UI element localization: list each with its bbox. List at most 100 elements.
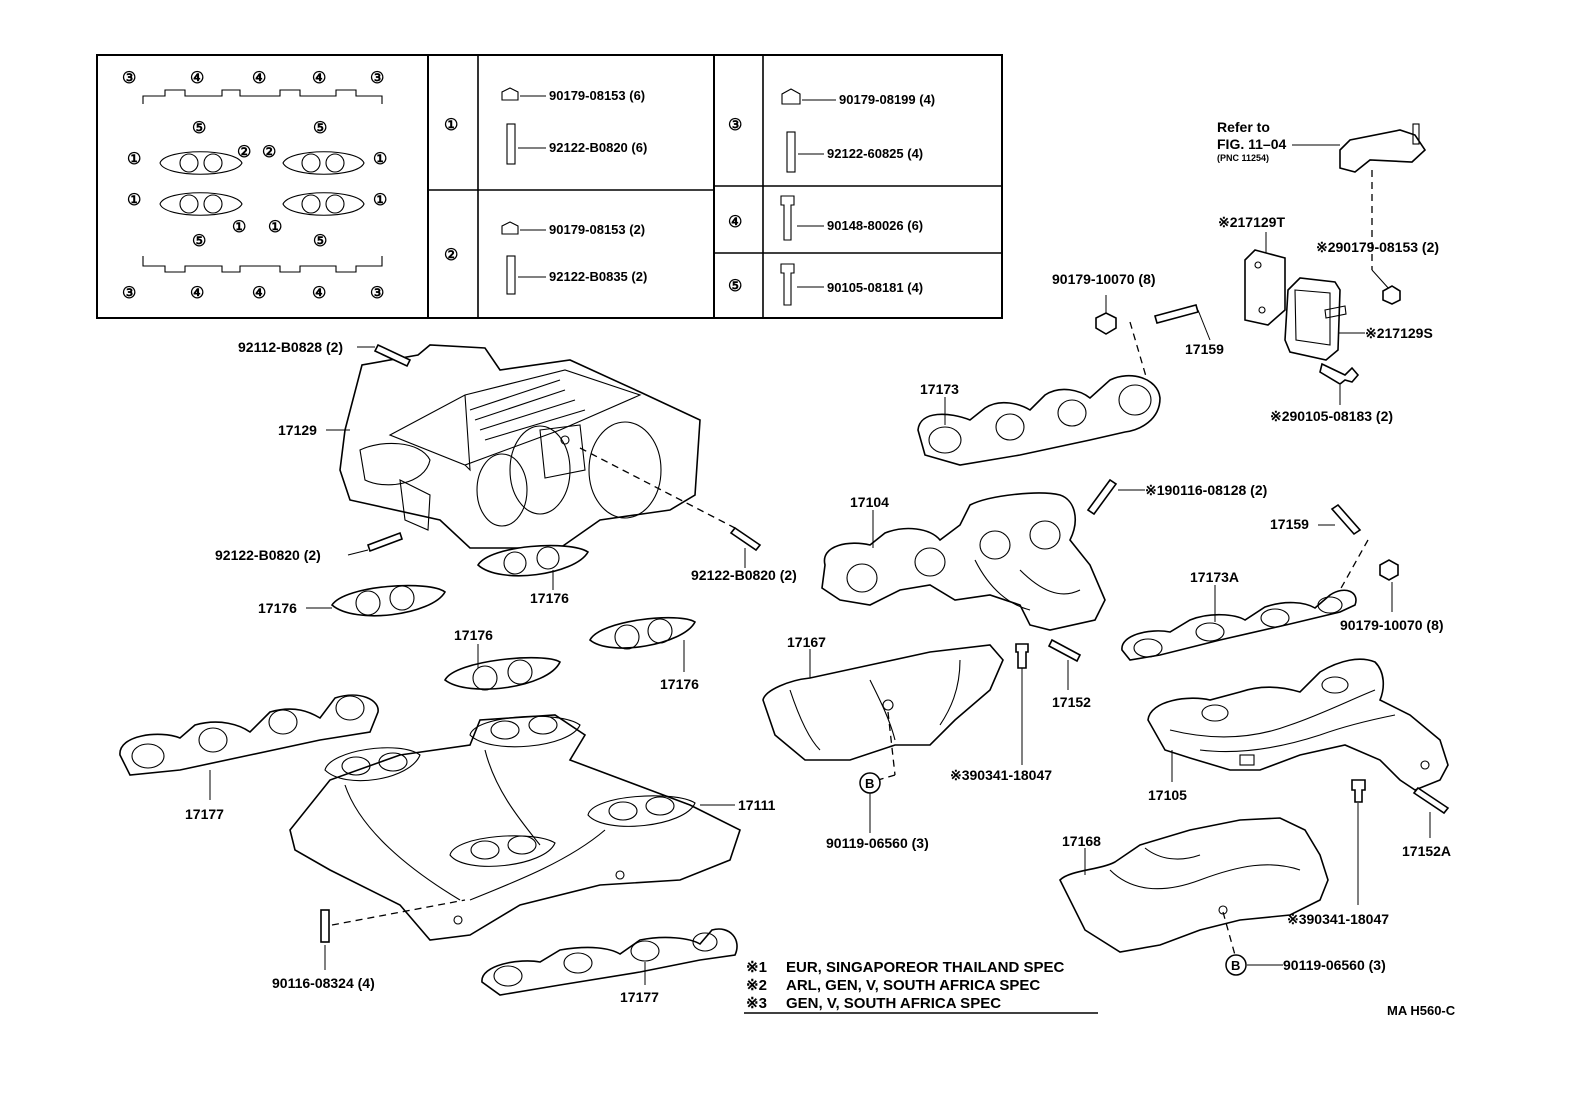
note-text: GEN, V, SOUTH AFRICA SPEC — [786, 995, 1001, 1012]
bottom-gasket-outline — [142, 256, 383, 273]
gasket-17176 — [476, 544, 590, 577]
callout-17177-upper: 17177 — [185, 806, 224, 822]
refer-line-1: Refer to — [1217, 119, 1270, 135]
callout-17173A: 17173A — [1190, 569, 1239, 585]
callout-17111: 17111 — [738, 797, 776, 813]
pattern-mark: ③ — [370, 285, 384, 302]
bolt-90341-18047-right — [1351, 779, 1366, 803]
callout-17176: 17176 — [454, 627, 493, 643]
plate-217129T — [1244, 249, 1286, 326]
callout-17159-top: 17159 — [1185, 341, 1224, 357]
pattern-mark: ① — [373, 151, 387, 168]
part-number: 90179-08199 (4) — [839, 92, 935, 107]
pattern-mark: ③ — [370, 70, 384, 87]
callout-17176: 17176 — [660, 676, 699, 692]
nut-90179-08153 — [1382, 285, 1401, 305]
pattern-mark: ③ — [122, 70, 136, 87]
callout-217129T: ※217129T — [1218, 214, 1285, 230]
callout-90341-18047-right: ※390341-18047 — [1287, 911, 1389, 927]
pattern-mark: ③ — [122, 285, 136, 302]
pattern-mark: ④ — [312, 285, 326, 302]
pattern-mark: ① — [127, 151, 141, 168]
callout-17129: 17129 — [278, 422, 317, 438]
pattern-mark: ① — [268, 219, 282, 236]
note-mark: ※3 — [746, 995, 767, 1012]
callout-90119-06560-right: 90119-06560 (3) — [1283, 957, 1386, 973]
callout-17173: 17173 — [920, 381, 959, 397]
nut-90179-10070 — [1095, 312, 1117, 335]
stud-icon — [786, 131, 796, 173]
exhaust-manifold-17105 — [1147, 658, 1449, 791]
stud-17152 — [1047, 638, 1082, 663]
bolt-pattern-diagram: ③ ④ ④ ④ ③ ⑤ ⑤ ① ② ② ① ① ① ⑤ ① ① ⑤ — [122, 70, 387, 302]
callout-17168: 17168 — [1062, 833, 1101, 849]
stud-icon — [506, 255, 516, 295]
note-mark: ※1 — [746, 959, 767, 976]
port-flange — [159, 192, 243, 216]
part-number: 90105-08181 (4) — [827, 280, 923, 295]
note-text: EUR, SINGAPOREOR THAILAND SPEC — [786, 959, 1065, 976]
group-mark: ③ — [728, 117, 742, 134]
pattern-mark: ⑤ — [192, 120, 206, 137]
note-text: ARL, GEN, V, SOUTH AFRICA SPEC — [786, 977, 1040, 994]
port-flange — [282, 192, 365, 216]
b-mark: B — [859, 772, 881, 794]
group-mark: ② — [444, 247, 458, 264]
pattern-mark: ② — [237, 144, 251, 161]
pattern-mark: ④ — [312, 70, 326, 87]
part-number: 92122-B0835 (2) — [549, 269, 647, 284]
callout-17176: 17176 — [258, 600, 297, 616]
callout-17104: 17104 — [850, 494, 889, 510]
callout-90116-08128: ※190116-08128 (2) — [1145, 482, 1267, 498]
nut-icon — [781, 88, 801, 105]
nut-90179-10070-right — [1379, 559, 1399, 581]
figure-id: MA H560-C — [1387, 1003, 1456, 1018]
part-number: 90148-80026 (6) — [827, 218, 923, 233]
port-flange — [282, 151, 365, 175]
bolt-icon — [780, 195, 795, 241]
stud-17159-top — [1154, 304, 1199, 324]
stud-17152A — [1412, 786, 1450, 815]
callout-290179-08153: ※290179-08153 (2) — [1316, 239, 1439, 255]
callout-90119-06560-center: 90119-06560 (3) — [826, 835, 929, 851]
pattern-mark: ① — [127, 192, 141, 209]
heat-insulator-17167 — [762, 644, 1004, 761]
callout-17152A: 17152A — [1402, 843, 1451, 859]
gasket-17176 — [330, 584, 447, 617]
stud-92122-B0820-left — [366, 531, 404, 553]
callout-17177-lower: 17177 — [620, 989, 659, 1005]
pattern-mark: ④ — [252, 285, 266, 302]
gasket-17173A — [1121, 589, 1357, 661]
pattern-mark: ⑤ — [313, 120, 327, 137]
stud-17159-right — [1330, 503, 1362, 536]
bracket-refer — [1339, 123, 1427, 173]
stud-icon — [506, 123, 516, 165]
pattern-mark: ⑤ — [313, 233, 327, 250]
stud-90116-08324 — [320, 909, 330, 943]
callout-290105-08183: ※290105-08183 (2) — [1270, 408, 1393, 424]
pattern-mark: ⑤ — [192, 233, 206, 250]
pattern-mark: ④ — [190, 285, 204, 302]
refer-line-3: (PNC 11254) — [1217, 153, 1269, 163]
refer-line-2: FIG. 11–04 — [1217, 136, 1286, 152]
top-gasket-outline — [142, 89, 383, 104]
callout-217129S: ※217129S — [1365, 325, 1433, 341]
pattern-mark: ② — [262, 144, 276, 161]
intake-plenum-17129 — [339, 344, 701, 549]
callout-90179-10070-right: 90179-10070 (8) — [1340, 617, 1444, 633]
plate-217129S — [1284, 277, 1347, 361]
pattern-mark: ④ — [190, 70, 204, 87]
heat-insulator-17168 — [1059, 817, 1329, 953]
pattern-mark: ④ — [252, 70, 266, 87]
part-number: 90179-08153 (6) — [549, 88, 645, 103]
note-mark: ※2 — [746, 977, 767, 994]
group-mark: ① — [444, 117, 458, 134]
callout-92122-B0820-left: 92122-B0820 (2) — [215, 547, 321, 563]
stud-92122-B0820-right — [729, 526, 762, 552]
spec-notes: ※1 EUR, SINGAPOREOR THAILAND SPEC ※2 ARL… — [744, 959, 1098, 1014]
port-flange — [159, 151, 243, 175]
legend-table: ③ ④ ④ ④ ③ ⑤ ⑤ ① ② ② ① ① ① ⑤ ① ① ⑤ — [96, 54, 1003, 319]
nut-icon — [501, 221, 519, 235]
b-mark: B — [1225, 954, 1247, 976]
